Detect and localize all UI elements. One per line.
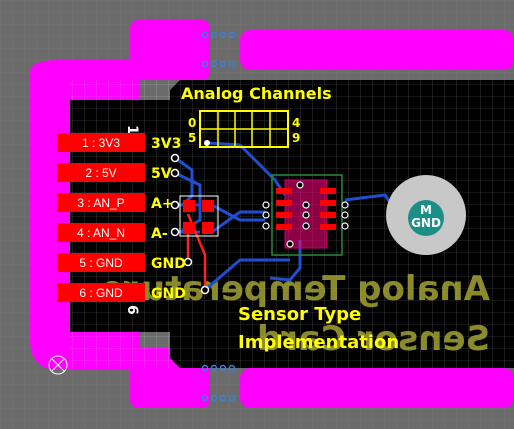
net-label: 5V bbox=[151, 166, 172, 182]
header-row-0: 0 bbox=[188, 116, 196, 130]
traces-blue bbox=[174, 141, 397, 292]
connector-pads: 1 : 3V3 2 : 5V 3 : AN_P 4 : AN_N 5 : GND 6 : … bbox=[57, 133, 145, 302]
header-col-9: 9 bbox=[292, 131, 300, 145]
passive-components bbox=[170, 153, 219, 295]
implementation-label: Implementation bbox=[238, 332, 399, 353]
connector-pad[interactable] bbox=[57, 253, 145, 272]
header-col-4: 4 bbox=[292, 116, 300, 130]
pin1-marker: 1 bbox=[124, 125, 140, 135]
connector-pad[interactable] bbox=[57, 223, 145, 242]
connector-pad-label: 2 : 5V bbox=[85, 166, 116, 180]
connector-pad[interactable] bbox=[57, 283, 145, 302]
svg-text:GND: GND bbox=[411, 216, 441, 230]
pin6-marker: 6 bbox=[124, 305, 140, 315]
svg-text:Sensor Card: Sensor Card bbox=[257, 319, 490, 359]
net-labels: 3V3 5V A+ A- GND GND bbox=[151, 136, 186, 302]
connector-pad-label: 5 : GND bbox=[79, 256, 123, 270]
net-label: GND bbox=[151, 256, 186, 272]
connector-pad-label: 1 : 3V3 bbox=[82, 136, 120, 150]
analog-channel-header bbox=[199, 110, 289, 148]
connector-pad[interactable] bbox=[57, 193, 145, 212]
net-label: A+ bbox=[151, 196, 174, 212]
mirrored-silkscreen: Analog Temperature Sensor Card bbox=[101, 269, 490, 359]
connector-pad[interactable] bbox=[57, 163, 145, 182]
sensor-type-label: Sensor Type bbox=[238, 304, 361, 325]
connector-pad-label: 4 : AN_N bbox=[77, 226, 125, 240]
svg-text:M: M bbox=[420, 203, 432, 217]
connector-pad-label: 6 : GND bbox=[79, 286, 123, 300]
analog-channels-title: Analog Channels bbox=[181, 84, 332, 103]
net-label: 3V3 bbox=[151, 136, 181, 152]
net-label: A- bbox=[151, 226, 168, 242]
via-row-bottom bbox=[201, 364, 236, 402]
connector-pad[interactable] bbox=[57, 133, 145, 152]
via-row-top bbox=[201, 31, 236, 68]
motor-mount: M GND bbox=[386, 175, 466, 255]
sensor-ic bbox=[262, 174, 349, 256]
crosshair-icon bbox=[48, 355, 68, 375]
header-row-5: 5 bbox=[188, 131, 196, 145]
connector-pad-label: 3 : AN_P bbox=[77, 196, 124, 210]
net-label: GND bbox=[151, 286, 186, 302]
